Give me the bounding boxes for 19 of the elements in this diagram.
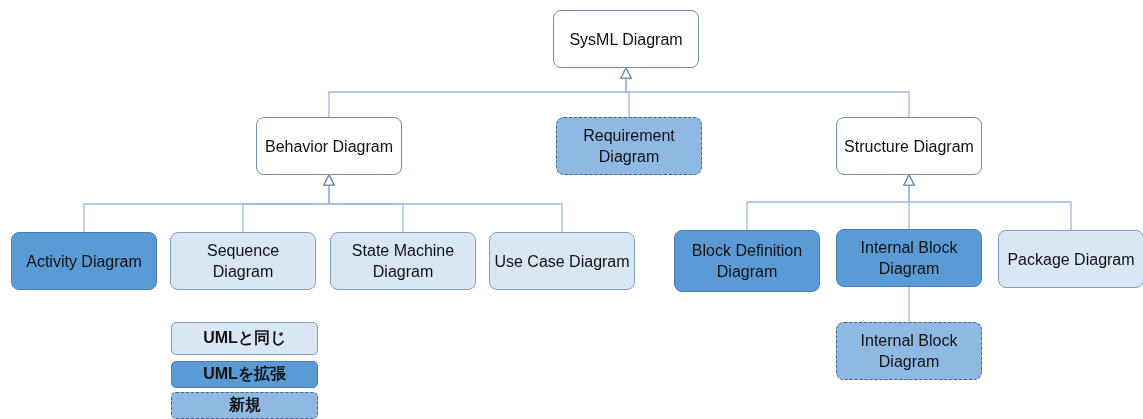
legend-label: UMLを拡張	[203, 364, 286, 384]
diagram-box: Requirement Diagram	[556, 117, 702, 175]
diagram-box: Use Case Diagram	[489, 232, 635, 290]
diagram-box: Internal Block Diagram	[836, 229, 982, 287]
generalization-arrow	[903, 174, 1072, 231]
generalization-arrow	[620, 67, 910, 118]
diagram-box: SysML Diagram	[553, 10, 699, 68]
diagram-box: Internal Block Diagram	[836, 322, 982, 380]
connector-line	[908, 286, 910, 323]
legend-label: 新規	[228, 395, 261, 415]
diagram-box: Block Definition Diagram	[674, 230, 820, 292]
diagram-box: Structure Diagram	[836, 117, 982, 175]
diagram-box: Package Diagram	[998, 230, 1143, 288]
legend-label: UMLと同じ	[203, 328, 286, 348]
diagram-box: State Machine Diagram	[330, 232, 476, 290]
diagram-box: Behavior Diagram	[256, 117, 402, 175]
diagram-box: Activity Diagram	[11, 232, 157, 290]
diagram-box: Sequence Diagram	[170, 232, 316, 290]
generalization-arrow	[323, 174, 563, 233]
